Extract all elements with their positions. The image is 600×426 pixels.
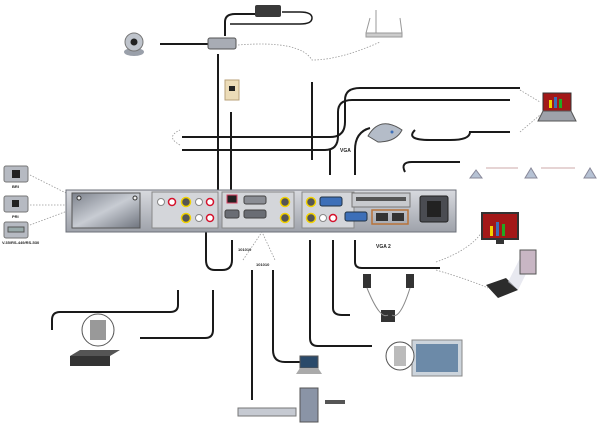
laptop-top <box>537 92 577 122</box>
network-switch <box>237 407 297 417</box>
network-module-bri <box>3 165 29 183</box>
rca-right-cable <box>140 290 214 339</box>
camera-power-supply <box>255 5 281 17</box>
main-display <box>385 339 463 377</box>
network-module-serial <box>3 221 29 239</box>
server <box>299 387 345 423</box>
label-serial-b: 101010 <box>256 262 270 267</box>
audio-bus-1 <box>182 87 520 138</box>
rca-left-cable <box>51 290 179 330</box>
vcr <box>70 313 120 366</box>
label-pri: PRI <box>12 214 19 219</box>
monitor-vga2 <box>481 212 519 244</box>
table-mic-cable <box>402 161 460 173</box>
audio-bus-2 <box>182 99 510 151</box>
phone-wall-jack <box>224 79 240 101</box>
power-cable <box>224 13 255 36</box>
codec-rear-panel <box>65 189 457 233</box>
camera-hub <box>207 37 237 50</box>
serial-cable-c <box>272 270 300 363</box>
serial-cable-a <box>205 220 233 271</box>
label-bri: BRI <box>12 184 19 189</box>
label-serial-a: 101010 <box>238 247 252 252</box>
tv-cable <box>309 240 372 347</box>
vga2-cable <box>354 240 440 269</box>
label-vga2: VGA 2 <box>376 244 391 250</box>
dotted-links <box>29 41 541 289</box>
rca-jacks <box>157 196 215 224</box>
label-vga: VGA <box>340 148 351 154</box>
table-mics <box>469 167 597 179</box>
speakerphone-cable <box>354 127 371 175</box>
speakers <box>363 274 414 322</box>
network-module-pri <box>3 195 29 213</box>
power-cord <box>230 11 313 25</box>
label-serial: V.35/RS-449/RS-530 <box>2 240 40 245</box>
speaker-cable <box>332 240 350 316</box>
camera <box>124 32 144 56</box>
laptop-bottom <box>296 355 322 374</box>
laptop-cable-1 <box>411 129 510 141</box>
ceiling-mic <box>365 10 403 38</box>
projector <box>486 249 537 298</box>
cables <box>51 11 520 400</box>
speakerphone <box>367 123 403 143</box>
